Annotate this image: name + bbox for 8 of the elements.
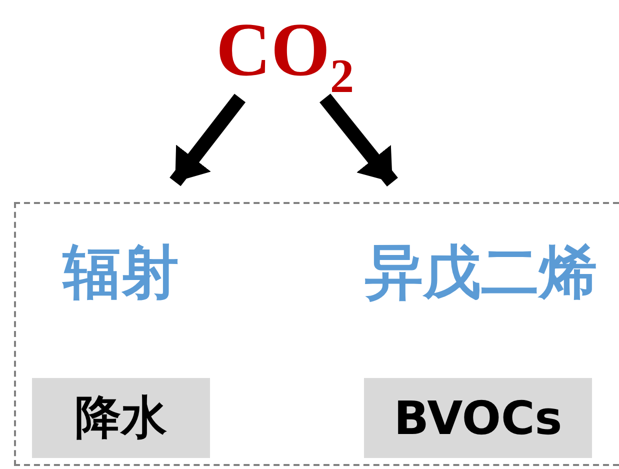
arrow — [170, 94, 246, 186]
dashed-frame — [14, 202, 619, 466]
heading-text: 异戊二烯 — [346, 204, 616, 305]
label-box: 降水 — [32, 378, 210, 458]
arrow — [320, 94, 398, 187]
label-box: BVOCs — [364, 378, 592, 458]
heading-text: 辐射 — [46, 204, 196, 305]
formula-text: CO$_{2}$ — [195, 6, 375, 98]
